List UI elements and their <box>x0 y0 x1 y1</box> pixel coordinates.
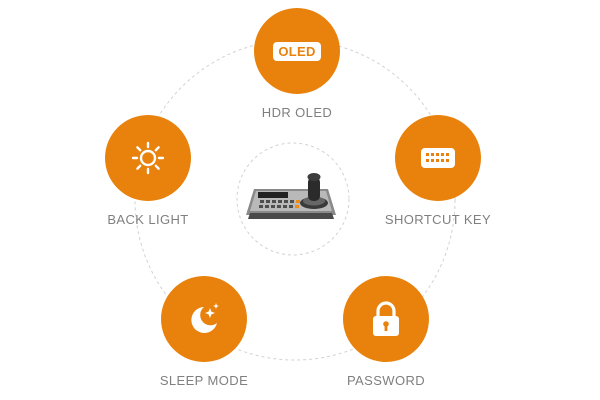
backlight-feature-circle <box>105 115 191 201</box>
sleep-feature-circle <box>161 276 247 362</box>
sun-icon <box>131 141 165 175</box>
oled-feature-circle: OLED <box>254 8 340 94</box>
keyboard-icon <box>421 148 455 168</box>
feature-password: PASSWORD <box>296 276 476 388</box>
oled-badge-icon: OLED <box>273 41 321 61</box>
shortcut-feature-circle <box>395 115 481 201</box>
feature-label-shortcut-key: SHORTCUT KEY <box>384 212 492 227</box>
ptz-keyboard-controller-image <box>236 143 350 257</box>
feature-back-light: BACK LIGHT <box>58 115 238 227</box>
moon-stars-icon <box>191 303 219 333</box>
feature-label-password: PASSWORD <box>346 373 426 388</box>
feature-sleep-mode: SLEEP MODE <box>114 276 294 388</box>
feature-label-back-light: BACK LIGHT <box>107 212 189 227</box>
password-feature-circle <box>343 276 429 362</box>
feature-label-sleep-mode: SLEEP MODE <box>159 373 249 388</box>
padlock-icon <box>373 301 399 336</box>
feature-shortcut-key: SHORTCUT KEY <box>348 115 528 227</box>
feature-hdr-oled: OLED HDR OLED <box>207 8 387 120</box>
feature-label-hdr-oled: HDR OLED <box>261 105 333 120</box>
